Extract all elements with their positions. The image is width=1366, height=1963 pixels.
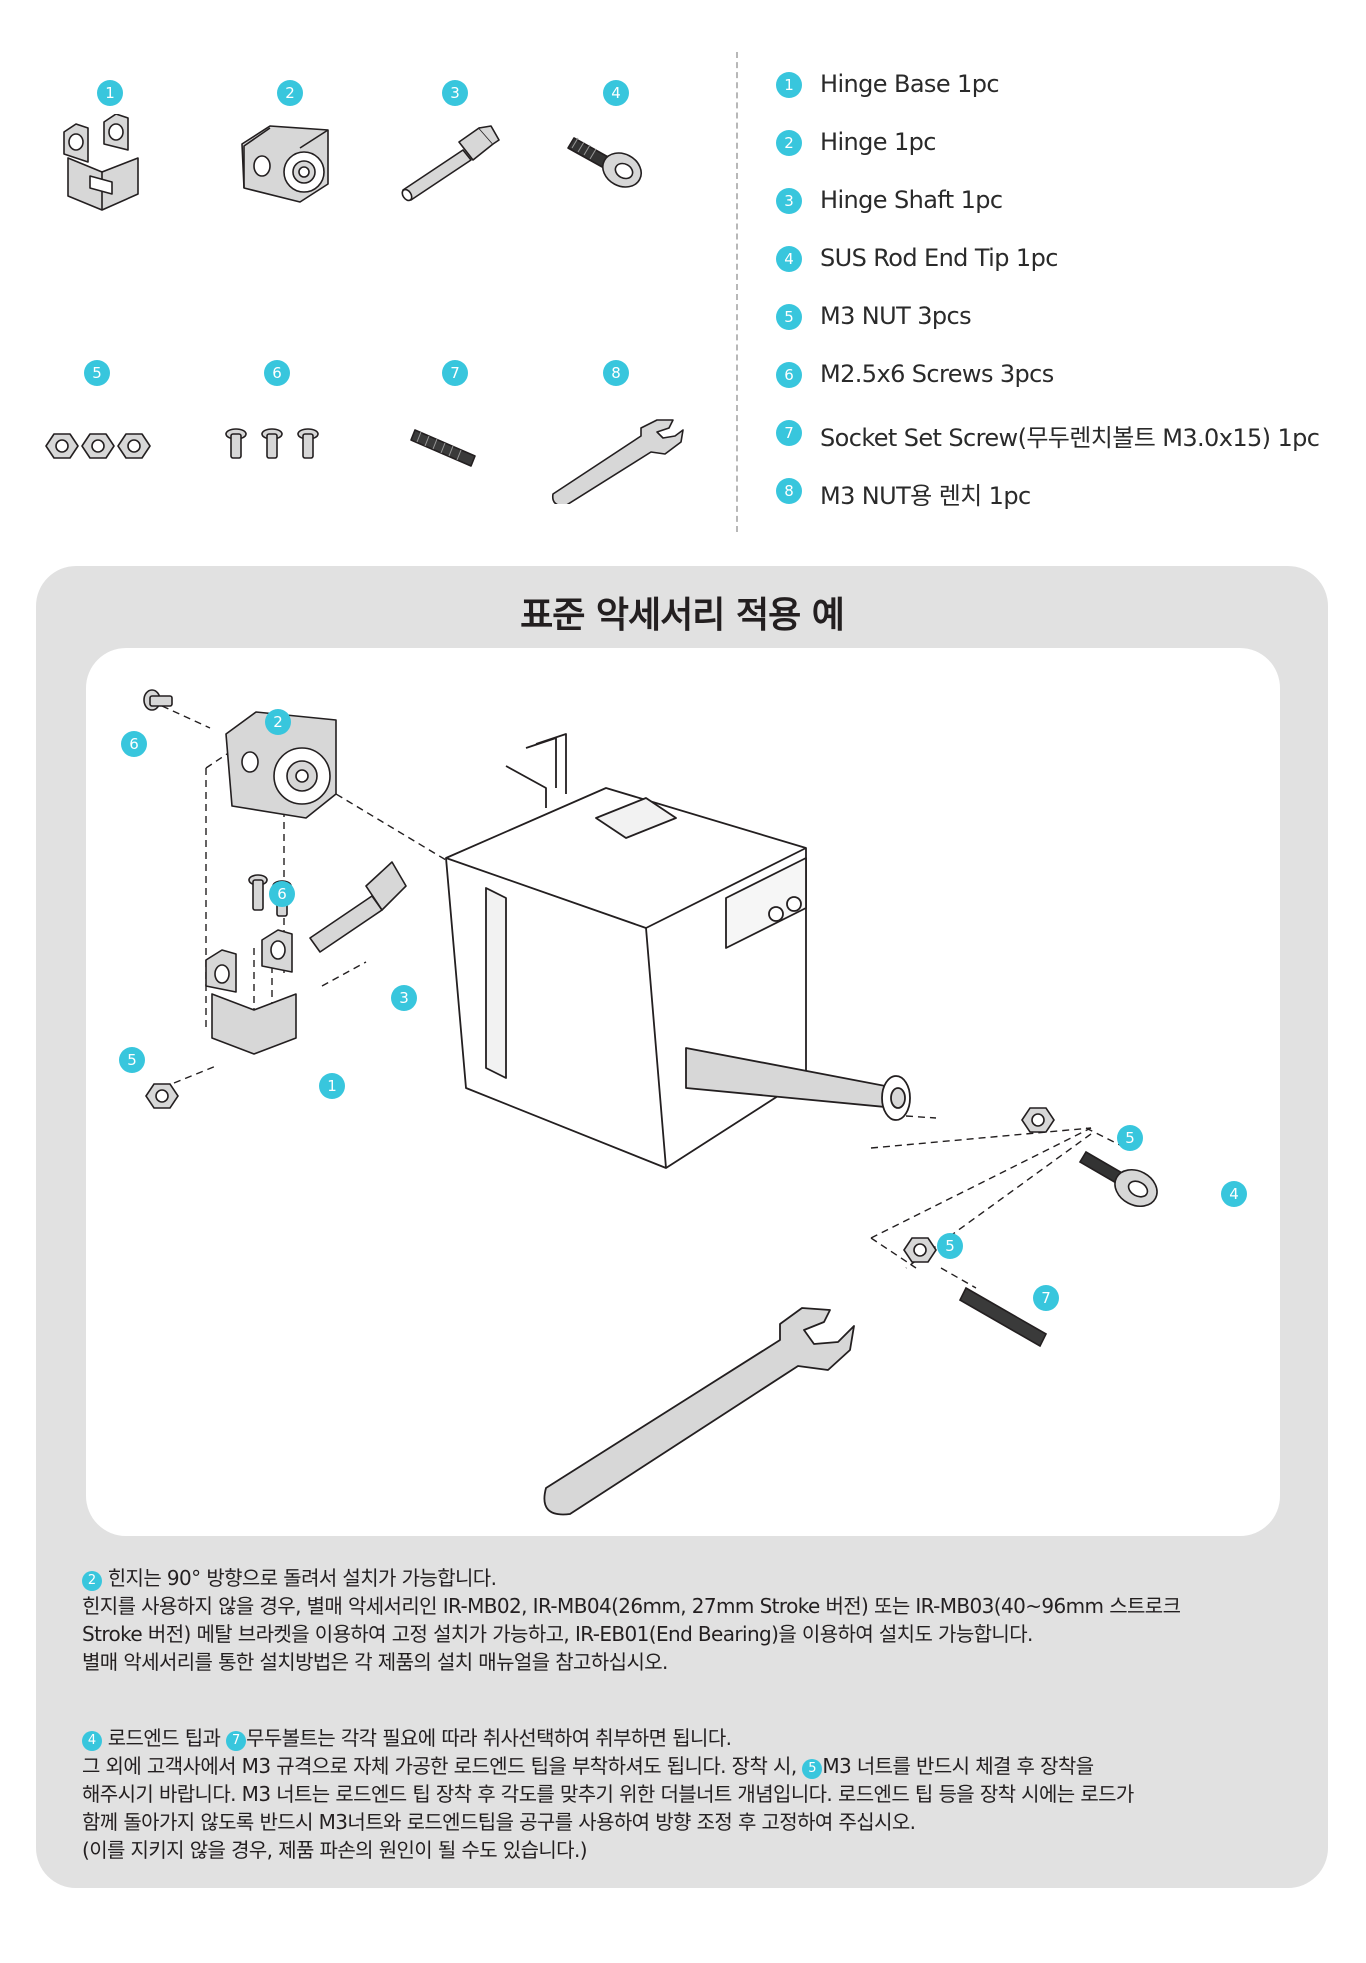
legend-number-badge: 1 [776, 72, 802, 98]
diagram-label: 5 [127, 1051, 137, 1069]
legend-number-badge: 2 [776, 130, 802, 156]
note-text: 그 외에 고객사에서 M3 규격으로 자체 가공한 로드엔드 팁을 부착하셔도 … [82, 1754, 803, 1778]
part-number-badge: 4 [603, 80, 629, 106]
legend-item: 5 M3 NUT 3pcs [776, 300, 1356, 358]
legend-number-badge: 6 [776, 362, 802, 388]
legend-number-badge: 8 [776, 478, 802, 504]
diagram-rod-end-tip [1078, 1150, 1158, 1208]
legend-item: 8 M3 NUT용 렌치 1pc [776, 474, 1356, 532]
dashed-divider [736, 52, 738, 532]
part-screws: 6 [216, 360, 346, 480]
note-text: 로드엔드 팁과 [102, 1726, 227, 1750]
rod-end-tip-icon [567, 137, 642, 188]
legend-label: M2.5x6 Screws 3pcs [820, 360, 1054, 388]
part-wrench: 8 [545, 360, 695, 504]
note-text: M3 너트를 반드시 체결 후 장착을 [822, 1754, 1094, 1778]
note-text: 해주시기 바랍니다. M3 너트는 로드엔드 팁 장착 후 각도를 맞추기 위한… [82, 1782, 1134, 1806]
legend-item: 7 Socket Set Screw(무두렌치볼트 M3.0x15) 1pc [776, 416, 1356, 474]
diagram-set-screw [958, 1286, 1048, 1348]
legend-label: SUS Rod End Tip 1pc [820, 244, 1058, 272]
diagram-screw-1 [143, 689, 173, 711]
legend-item: 4 SUS Rod End Tip 1pc [776, 242, 1356, 300]
diagram-hinge-base [205, 929, 297, 1055]
legend-item: 1 Hinge Base 1pc [776, 68, 1356, 126]
part-set-screw: 7 [395, 360, 515, 480]
parts-legend: 1 Hinge Base 1pc 2 Hinge 1pc 3 Hinge Sha… [776, 68, 1356, 532]
diagram-label: 3 [399, 989, 409, 1007]
screw-icon [225, 428, 319, 459]
part-number-badge: 8 [603, 360, 629, 386]
diagram-hinge-shaft [309, 861, 407, 953]
note-badge: 2 [82, 1571, 102, 1591]
set-screw-icon [410, 429, 476, 467]
note-text: (이를 지키지 않을 경우, 제품 파손의 원인이 될 수도 있습니다.) [82, 1838, 588, 1862]
note-hinge: 2 힌지는 90° 방향으로 돌려서 설치가 가능합니다. 힌지를 사용하지 않… [82, 1564, 1302, 1676]
example-panel: 표준 악세서리 적용 예 [36, 566, 1328, 1888]
part-number-badge: 7 [442, 360, 468, 386]
diagram-nut-3 [903, 1237, 937, 1263]
legend-label: Hinge Base 1pc [820, 70, 1000, 98]
legend-label: Socket Set Screw(무두렌치볼트 M3.0x15) 1pc [820, 424, 1320, 452]
diagram-label: 7 [1041, 1289, 1051, 1307]
part-number-badge: 3 [442, 80, 468, 106]
diagram-label: 1 [327, 1077, 337, 1095]
hinge-icon [241, 125, 329, 203]
legend-item: 6 M2.5x6 Screws 3pcs [776, 358, 1356, 416]
note-badge: 7 [226, 1731, 247, 1751]
m3-nut-icon [45, 433, 151, 459]
legend-label: M3 NUT용 렌치 1pc [820, 482, 1031, 510]
part-rod-end-tip: 4 [556, 80, 676, 200]
legend-label: Hinge 1pc [820, 128, 936, 156]
assembly-drawing: 6 2 6 3 5 1 5 4 5 7 [119, 689, 1247, 1516]
part-hinge-base: 1 [50, 80, 170, 211]
note-text: 무두볼트는 각각 필요에 따라 취사선택하여 취부하면 됩니다. [246, 1726, 732, 1750]
legend-number-badge: 4 [776, 246, 802, 272]
assembly-diagram: 6 2 6 3 5 1 5 4 5 7 [86, 648, 1280, 1536]
note-text: 힌지를 사용하지 않을 경우, 별매 악세서리인 IR-MB02, IR-MB0… [82, 1594, 1181, 1618]
hinge-base-icon [63, 114, 139, 211]
diagram-nut-2 [1021, 1107, 1055, 1133]
panel-title: 표준 악세서리 적용 예 [520, 595, 845, 636]
diagram-label: 5 [945, 1237, 955, 1255]
legend-item: 3 Hinge Shaft 1pc [776, 184, 1356, 242]
diagram-label: 2 [273, 713, 283, 731]
legend-label: Hinge Shaft 1pc [820, 186, 1003, 214]
parts-grid: 1 2 [0, 0, 740, 540]
part-number-badge: 5 [84, 360, 110, 386]
diagram-label: 5 [1125, 1129, 1135, 1147]
note-badge: 4 [82, 1731, 102, 1751]
part-number-badge: 2 [277, 80, 303, 106]
wrench-icon [551, 419, 684, 504]
part-hinge: 2 [230, 80, 350, 203]
legend-number-badge: 7 [776, 420, 802, 446]
diagram-wrench [543, 1307, 855, 1516]
note-badge: 5 [802, 1759, 823, 1779]
note-text: 함께 돌아가지 않도록 반드시 M3너트와 로드엔드팁을 공구를 사용하여 방향… [82, 1810, 916, 1834]
diagram-nut-1 [145, 1083, 179, 1109]
note-text: 힌지는 90° 방향으로 돌려서 설치가 가능합니다. [102, 1566, 497, 1590]
diagram-label: 6 [277, 885, 287, 903]
diagram-label: 6 [129, 735, 139, 753]
diagram-label: 4 [1229, 1185, 1239, 1203]
part-number-badge: 1 [97, 80, 123, 106]
legend-number-badge: 5 [776, 304, 802, 330]
part-number-badge: 6 [264, 360, 290, 386]
legend-number-badge: 3 [776, 188, 802, 214]
note-text: Stroke 버전) 메탈 브라켓을 이용하여 고정 설치가 가능하고, IR-… [82, 1622, 1033, 1646]
legend-item: 2 Hinge 1pc [776, 126, 1356, 184]
legend-label: M3 NUT 3pcs [820, 302, 972, 330]
part-m3-nut: 5 [40, 360, 180, 480]
diagram-hinge [225, 711, 337, 819]
part-hinge-shaft: 3 [395, 80, 515, 202]
diagram-actuator [445, 733, 911, 1169]
note-text: 별매 악세서리를 통한 설치방법은 각 제품의 설치 매뉴얼을 참고하십시오. [82, 1650, 668, 1674]
hinge-shaft-icon [401, 125, 500, 202]
